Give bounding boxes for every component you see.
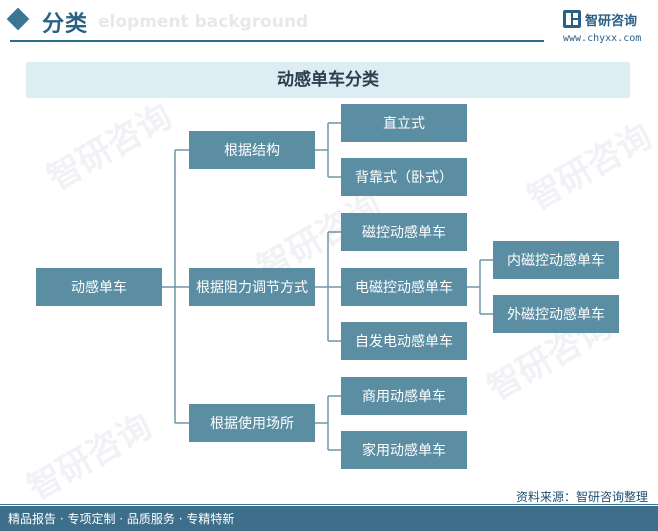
node-root: 动感单车 (36, 268, 162, 306)
footer-bar: 精品报告 · 专项定制 · 品质服务 · 专精特新 (0, 506, 658, 531)
node-magnetic: 磁控动感单车 (341, 213, 467, 251)
logo-url: www.chyxx.com (563, 33, 642, 44)
diagram-title: 动感单车分类 (277, 70, 379, 90)
node-self-powered: 自发电动感单车 (341, 322, 467, 360)
node-by-resistance: 根据阻力调节方式 (189, 268, 315, 306)
logo-name: 智研咨询 (585, 14, 638, 29)
footer-text: 精品报告 · 专项定制 · 品质服务 · 专精特新 (8, 512, 235, 526)
logo-icon (563, 10, 581, 28)
page-title: 分类 (42, 12, 89, 37)
node-upright: 直立式 (341, 104, 467, 142)
header-divider (10, 40, 544, 42)
node-home: 家用动感单车 (341, 431, 467, 469)
node-by-usage: 根据使用场所 (189, 404, 315, 442)
diagram-title-band: 动感单车分类 (26, 62, 630, 98)
node-recumbent: 背靠式（卧式） (341, 158, 467, 196)
header-background-text: elopment background (98, 12, 309, 32)
node-by-structure: 根据结构 (189, 131, 315, 169)
node-inner-magnetic: 内磁控动感单车 (493, 241, 619, 279)
source-note: 资料来源：智研咨询整理 (515, 490, 648, 504)
node-outer-magnetic: 外磁控动感单车 (493, 295, 619, 333)
node-commercial: 商用动感单车 (341, 377, 467, 415)
node-electromagnetic: 电磁控动感单车 (341, 268, 467, 306)
footer-divider (0, 504, 658, 505)
